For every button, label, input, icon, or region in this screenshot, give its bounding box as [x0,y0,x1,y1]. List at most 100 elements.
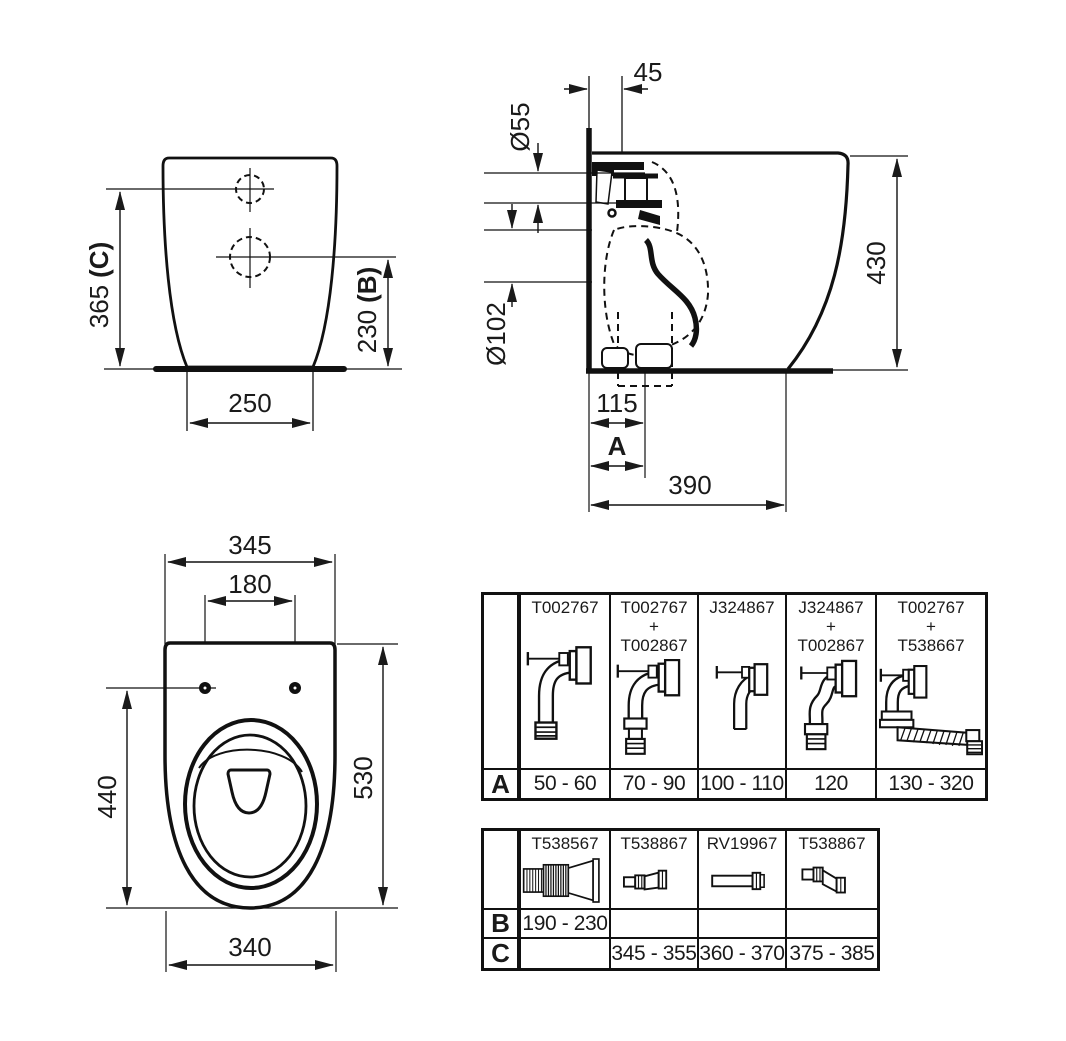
dimension-345: 345 [164,530,336,644]
lower-fixing-hole-dashed-circle [216,228,396,288]
dimension-440: 440 [92,690,132,906]
dimension-label-45: 45 [634,57,663,87]
stepped-adaptor-down-icon [801,866,846,894]
dimension-label-430: 430 [861,241,891,284]
part-column: T538867 [609,831,697,908]
range-cell [609,908,697,937]
part-code: T538567 [531,834,599,853]
flush-outlet [226,768,272,815]
dimension-label-530: 530 [348,756,378,799]
part-code: T002767 [620,598,688,617]
dimension-outlet-diameter-102: Ø102 [481,204,592,366]
range-cell: 130 - 320 [875,768,985,798]
dim-value: 365 [84,285,114,328]
bowl-rim [183,718,319,890]
part-code: T538867 [798,834,866,853]
table-a-corner-cell [484,595,517,768]
elbow-connector-icon [526,645,592,740]
range-cell [517,937,609,968]
dimension-label-180: 180 [228,569,271,599]
part-code: T538867 [620,834,688,853]
part-column: T002767+T538667 [875,595,985,768]
dimension-430: 430 [833,155,908,371]
dim-ref-c: (C) [84,242,114,278]
part-code: J324867 [709,598,775,617]
part-column: J324867+T002867 [785,595,875,768]
dimension-label-A: A [608,431,627,461]
offset-connector-icon [715,662,769,730]
dimension-340: 340 [165,911,337,972]
row-label-C: C [484,937,517,968]
dimension-label-o55: Ø55 [505,102,535,151]
part-code: T002767 [531,598,599,617]
range-cell: 190 - 230 [517,908,609,937]
range-cell: 120 [785,768,875,798]
dimension-A: A [590,431,644,471]
range-cell: 345 - 355 [609,937,697,968]
part-column: J324867 [697,595,785,768]
part-code: J324867 [798,598,864,617]
dimension-inlet-diameter-55: Ø55 [484,102,648,233]
part-codes: J324867 [709,598,774,617]
part-column: T002767 [517,595,609,768]
part-code: T002867 [797,636,865,655]
elbow-with-flexible-pipe-icon [879,665,983,756]
part-code: T002767 [897,598,965,617]
dimension-230B: 230 (B) [344,259,402,370]
dimension-label-365C: 365 (C) [84,242,114,328]
range-cell [697,908,785,937]
dimension-365C: 365 (C) [84,191,156,370]
part-column: T538567 [517,831,609,908]
straight-pipe-icon [711,871,765,891]
part-code: RV19967 [706,834,778,853]
range-cell: 50 - 60 [517,768,609,798]
part-column: T002767+T002867 [609,595,697,768]
range-cell: 100 - 110 [697,768,785,798]
seat-fixing-holes [106,682,301,694]
part-column: T538867 [785,831,877,908]
row-label-B: B [484,908,517,937]
dimension-label-250: 250 [228,388,271,418]
part-codes: T002767+T538667 [897,598,964,655]
dimension-label-345: 345 [228,530,271,560]
dimension-label-340: 340 [228,932,271,962]
part-code: + [826,617,836,636]
dimension-label-115: 115 [596,388,637,418]
dim-value: 230 [352,310,382,353]
part-codes: T002767 [531,598,598,617]
floor-fixing-sections [601,343,673,369]
side-view-drawing: 45 Ø55 Ø102 430 115 [481,57,908,512]
part-codes: T002767+T002867 [620,598,687,655]
range-cell [785,908,877,937]
dimension-390: 390 [590,373,787,512]
upper-fixing-hole-dashed-circle [106,168,274,212]
dim-ref-b: (B) [352,267,382,303]
part-code: + [926,617,936,636]
elbow-connector-with-extension-icon [616,658,681,755]
stepped-adaptor-icon [623,869,668,891]
dimension-label-o102: Ø102 [481,302,511,366]
dimension-530: 530 [106,643,398,909]
part-code: T002867 [620,636,688,655]
table-bc-corner-cell [484,831,517,908]
dimension-45: 45 [564,57,662,152]
dimension-115: 115 [588,373,646,512]
dimension-label-390: 390 [668,470,711,500]
inlet-pipe-table-bc: T538567 T538867 RV19967 [481,828,880,971]
dimension-label-440: 440 [92,775,122,818]
range-cell: 360 - 370 [697,937,785,968]
trapway-water-channel [643,238,700,348]
part-code: + [649,617,659,636]
water-inlet-detail [592,162,662,225]
part-codes: J324867+T002867 [797,598,864,655]
range-cell: 70 - 90 [609,768,697,798]
front-view-drawing: 365 (C) 230 (B) 250 [84,156,402,431]
row-label-A: A [484,768,517,798]
connector-table-a: T002767 T002767+T002867 [481,592,988,801]
top-view-drawing: 345 180 440 530 [92,530,398,972]
part-code: T538667 [897,636,965,655]
toilet-side-profile [586,128,850,374]
s-bend-connector-icon [800,659,858,750]
part-column: RV19967 [697,831,785,908]
